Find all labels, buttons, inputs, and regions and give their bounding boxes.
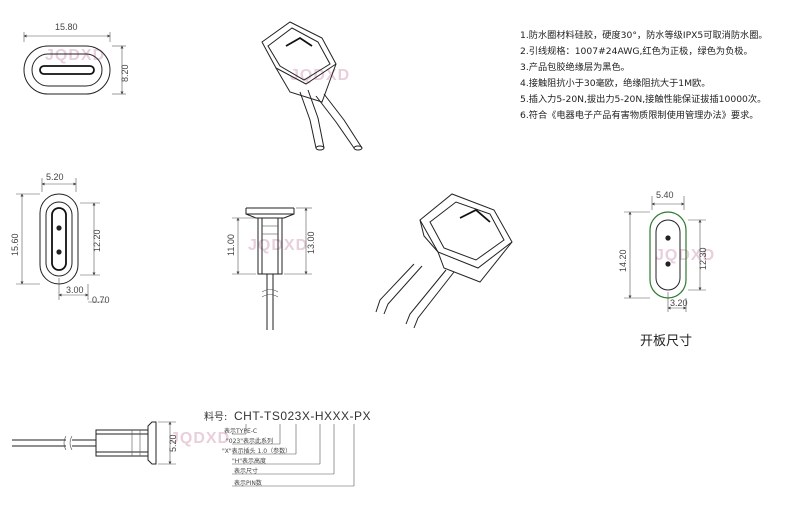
note-line: 4.接触阻抗小于30毫欧，绝缘阻抗大于1M欧。 [520, 77, 710, 89]
bottom-height-label: 5.20 [168, 434, 178, 452]
legend-line: "023"表示此系列 [226, 437, 273, 445]
legend-line: 表示TYPE-C [224, 427, 257, 435]
front-height-label: 8.20 [120, 64, 130, 82]
legend-line: "H"表示高度 [232, 457, 266, 465]
legend-line: 表示PIN数 [234, 479, 262, 487]
cutout-offset-label: 3.20 [670, 298, 688, 308]
cutout-caption: 开板尺寸 [640, 334, 692, 349]
note-line: 1.防水圈材料硅胶，硬度30°，防水等级IPX5可取消防水圈。 [520, 29, 768, 41]
slot-width-label: 5.20 [46, 172, 64, 182]
side-body-length-label: 11.00 [226, 234, 236, 256]
front-width-label: 15.80 [55, 22, 78, 32]
iso-view-middle [375, 193, 513, 329]
panel-cutout: 5.40 14.20 12.30 3.20 开板尺寸 [618, 190, 708, 349]
part-number-label: 料号: [204, 410, 227, 423]
cutout-height-label: 14.20 [618, 249, 628, 272]
spec-notes: 1.防水圈材料硅胶，硬度30°，防水等级IPX5可取消防水圈。 2.引线规格：1… [520, 29, 768, 121]
cutout-width-label: 5.40 [656, 190, 674, 200]
slot-thickness-label: 0.70 [92, 295, 110, 305]
slot-height-label: 15.60 [10, 233, 20, 256]
legend-line: "X"表示插头 1.0（参数） [222, 447, 291, 455]
legend-line: 表示尺寸 [234, 467, 258, 475]
watermark: JQDXD [45, 47, 105, 64]
front-view: 15.80 8.20 [23, 22, 130, 95]
slot-inner-height-label: 12.20 [92, 229, 102, 252]
bottom-view: 5.20 [12, 421, 178, 465]
note-line: 2.引线规格：1007#24AWG,红色为正极，绿色为负极。 [520, 45, 753, 57]
side-total-length-label: 13.00 [306, 231, 316, 254]
slot-offset-label: 3.00 [66, 285, 84, 295]
note-line: 6.符合《电器电子产品有害物质限制使用管理办法》要求。 [520, 109, 758, 121]
part-number: 料号: CHT-TS023X-HXXX-PX 表示TYPE-C "023"表示此… [204, 409, 371, 487]
iso-view-top [261, 21, 363, 151]
note-line: 3.产品包胶绝缘层为黑色。 [520, 61, 630, 73]
watermark: JQDXD [170, 430, 230, 447]
side-view: 11.00 13.00 [226, 207, 316, 330]
slot-view: 5.20 15.60 12.20 3.00 0.70 [10, 172, 110, 305]
cutout-inner-height-label: 12.30 [698, 247, 708, 270]
note-line: 5.插入力5-20N,拔出力5-20N,接触性能保证拔插10000次。 [520, 93, 766, 105]
part-number-code: CHT-TS023X-HXXX-PX [234, 409, 371, 423]
